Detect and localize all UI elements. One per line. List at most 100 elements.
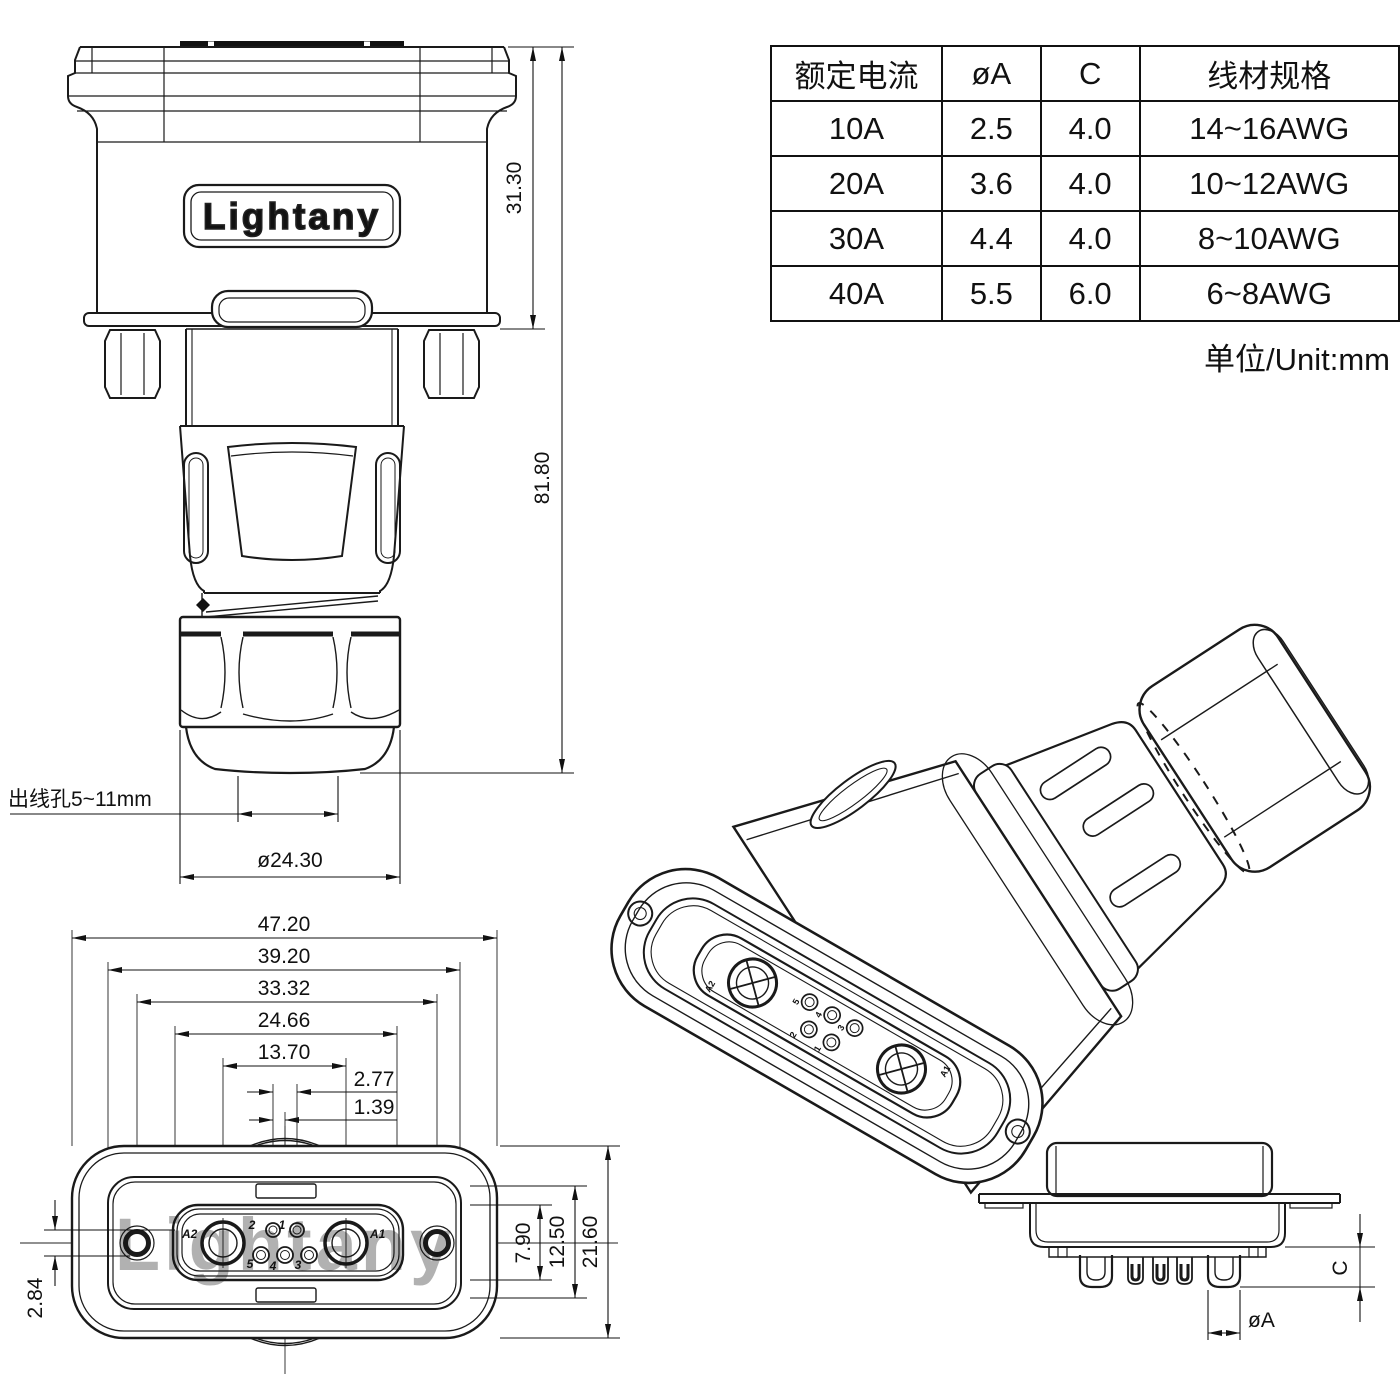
contact-a2 [200, 1220, 246, 1266]
front-view-drawing [67, 41, 517, 775]
spec-row-30a: 30A 4.4 4.0 8~10AWG [770, 210, 1400, 267]
label-pin2: 2 [248, 1218, 256, 1232]
side-body [1029, 1203, 1286, 1248]
face-view-drawing [20, 930, 618, 1374]
iso-face: A2 A1 2 1 5 4 3 [610, 867, 1044, 1185]
label-pin4: 4 [269, 1259, 277, 1273]
dsub-insert [171, 1203, 405, 1282]
grip-slot-right [375, 452, 401, 564]
dim-height-upper: 31.30 [503, 162, 526, 215]
latch-bump [210, 289, 374, 329]
label-pin5: 5 [247, 1257, 254, 1271]
label-a2: A2 [181, 1227, 198, 1241]
cell: 4.4 [940, 210, 1042, 267]
label-pin3: 3 [295, 1258, 302, 1272]
contact-a1 [323, 1220, 369, 1266]
iso-view-drawing: A2 A1 2 1 5 4 3 [610, 623, 1372, 1195]
iso-jackscrews [627, 900, 1031, 1145]
iso-label-a1: A1 [938, 1064, 952, 1079]
face-panel [107, 1176, 462, 1310]
dim-w4: 24.66 [258, 1009, 311, 1032]
header-c: C [1039, 45, 1141, 102]
mount-hole-left [119, 1225, 155, 1261]
dim-r3: 21.60 [579, 1216, 602, 1269]
dim-w5: 13.70 [258, 1041, 311, 1064]
mount-hole-right [419, 1225, 455, 1261]
iso-label-2: 2 [788, 1030, 799, 1039]
brand-logo-text: Lightany [203, 196, 381, 237]
spec-row-10a: 10A 2.5 4.0 14~16AWG [770, 100, 1400, 157]
dim-height-total: 81.80 [531, 452, 554, 505]
dim-w3: 33.32 [258, 977, 311, 1000]
cable-hole-label: 出线孔5~11mm [8, 788, 152, 811]
header-wire-gauge: 线材规格 [1138, 45, 1400, 102]
mating-seal-band [180, 41, 404, 47]
dim-w7: 1.39 [354, 1096, 395, 1119]
cell: 2.5 [940, 100, 1042, 157]
spec-table: 额定电流 øA C 线材规格 10A 2.5 4.0 14~16AWG 20A … [770, 45, 1400, 322]
cup-a1 [1206, 1255, 1242, 1289]
cup-a2 [1078, 1255, 1114, 1289]
neck [185, 329, 399, 426]
label-pin1: 1 [279, 1218, 286, 1232]
dim-gland-diameter: ø24.30 [257, 849, 322, 872]
cell: 10A [770, 100, 943, 157]
dim-w1: 47.20 [258, 913, 311, 936]
header-dia-a: øA [940, 45, 1042, 102]
dim-a: øA [1248, 1309, 1275, 1332]
cell: 4.0 [1039, 210, 1141, 267]
label-a1: A1 [369, 1227, 386, 1241]
jackscrew-right [423, 329, 480, 399]
iso-label-3: 3 [835, 1023, 846, 1032]
cell: 5.5 [940, 265, 1042, 322]
cell: 6.0 [1039, 265, 1141, 322]
iso-label-a2: A2 [703, 979, 717, 994]
gland-nut [178, 615, 402, 729]
unit-note: 单位/Unit:mm [1204, 342, 1390, 377]
dim-w2: 39.20 [258, 945, 311, 968]
thread-seam [205, 595, 379, 618]
strain-relief [179, 425, 205, 593]
grip-slot-left [183, 452, 209, 564]
watermark-text: Lightany [115, 1203, 455, 1286]
seal-dome [184, 726, 396, 775]
face-outer-shell [70, 1144, 499, 1340]
iso-label-4: 4 [813, 1010, 824, 1019]
side-view-drawing [978, 1141, 1341, 1289]
thread-dash-ring [1136, 702, 1251, 874]
jackscrew-left [104, 329, 161, 399]
latch-slot-top [255, 1183, 317, 1199]
spec-header-row: 额定电流 øA C 线材规格 [770, 45, 1400, 102]
cell: 4.0 [1039, 100, 1141, 157]
header-rated-current: 额定电流 [770, 45, 943, 102]
spec-row-20a: 20A 3.6 4.0 10~12AWG [770, 155, 1400, 212]
iso-label-1: 1 [812, 1044, 823, 1053]
side-view-dimensions [1207, 1214, 1375, 1340]
dim-w6: 2.77 [354, 1068, 395, 1091]
cell: 20A [770, 155, 943, 212]
cell: 10~12AWG [1138, 155, 1400, 212]
front-view-dimensions [10, 46, 574, 884]
cell: 40A [770, 265, 943, 322]
iso-latch [809, 759, 897, 829]
dim-left: 2.84 [24, 1277, 47, 1318]
logo-plate [182, 183, 402, 249]
face-view-dimensions [44, 935, 620, 1339]
signal-pins [252, 1222, 318, 1264]
latch-slot-bottom [255, 1287, 317, 1303]
cell: 6~8AWG [1138, 265, 1400, 322]
dim-r1: 7.90 [512, 1223, 535, 1264]
dim-c: C [1329, 1260, 1352, 1275]
cell: 14~16AWG [1138, 100, 1400, 157]
side-flange-plate [978, 1193, 1341, 1204]
side-top-shell [1045, 1141, 1274, 1198]
iso-label-5: 5 [790, 997, 801, 1006]
grip-window [226, 442, 358, 561]
dim-r2: 12.50 [546, 1216, 569, 1269]
cell: 8~10AWG [1138, 210, 1400, 267]
spec-row-40a: 40A 5.5 6.0 6~8AWG [770, 265, 1400, 322]
cell: 3.6 [940, 155, 1042, 212]
iso-signal-pins [800, 993, 864, 1052]
